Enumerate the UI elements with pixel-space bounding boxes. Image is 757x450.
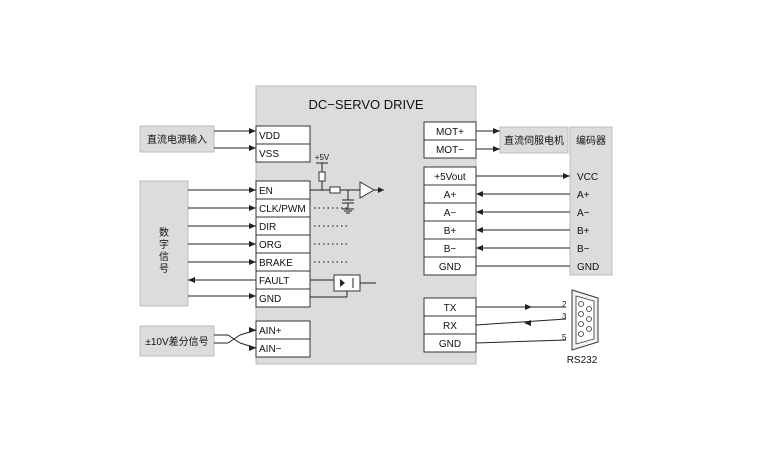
db9-pin	[578, 311, 584, 317]
motor-label: 直流伺服电机	[504, 134, 564, 147]
db9-pin	[586, 326, 592, 332]
rs232-connector: 2 3 5 RS232	[562, 289, 599, 366]
arrow-right	[249, 327, 256, 333]
pin-vdd-label: VDD	[259, 131, 280, 142]
svg-text:字: 字	[159, 238, 169, 251]
arrow-left	[476, 227, 483, 233]
enc-pin-1-label: A+	[444, 190, 457, 201]
analog-input-box	[139, 325, 215, 357]
pin-gnd-label: GND	[259, 294, 281, 305]
wire-serial-gnd	[475, 339, 567, 344]
encoder-ext-pin-4: B−	[577, 244, 590, 255]
enc-pin-4-label: B−	[444, 244, 457, 255]
motor-box	[499, 126, 569, 154]
wire-rx	[475, 318, 567, 326]
serial-pin-gnd-label: GND	[439, 339, 461, 350]
arrow-left	[476, 209, 483, 215]
analog-input-label: ±10V差分信号	[145, 335, 208, 348]
enc-pin-3-label: B+	[444, 226, 457, 237]
pin-mot-label: MOT−	[436, 145, 464, 156]
series-resistor	[329, 186, 341, 194]
pin-dir-label: DIR	[259, 222, 276, 233]
arrow-right	[249, 187, 256, 193]
pin-org-label: ORG	[259, 240, 282, 251]
schmitt-buffer	[359, 181, 376, 199]
pin-brake-label: BRAKE	[259, 258, 293, 269]
left-pin-group: VDD VSS EN CLK/PWM DIR ORG BRAKE FAULT GND AIN+ AI…	[255, 125, 311, 358]
svg-text:数: 数	[159, 226, 169, 239]
db9-pin	[578, 321, 584, 327]
optocoupler-led	[340, 279, 345, 287]
pin-mot-label: MOT+	[436, 127, 464, 138]
pullup-resistor	[318, 171, 326, 182]
encoder-label: 编码器	[576, 134, 606, 147]
arrow-right	[249, 223, 256, 229]
arrow-right	[493, 146, 500, 152]
pin-vss-box	[255, 143, 311, 163]
pin-gnd-box	[255, 288, 311, 308]
enc-pin-2-label: A−	[444, 208, 457, 219]
pin-vss-label: VSS	[259, 149, 279, 160]
arrow-left	[476, 245, 483, 251]
digital-signal-label: 数 字 信 号	[159, 226, 169, 275]
drive-title: DC−SERVO DRIVE	[309, 97, 424, 112]
arrow-right	[525, 304, 532, 310]
db9-pin	[578, 331, 584, 337]
svg-text:号: 号	[159, 263, 169, 275]
rs232-pin-2: 2	[562, 300, 567, 309]
rs232-label: RS232	[567, 355, 598, 366]
encoder-ext-pin-1: A+	[577, 190, 590, 201]
rs232-pin-5: 5	[562, 333, 567, 342]
internal-circuit: +5V	[310, 153, 384, 298]
motor-pin-group: MOT+ MOT−	[423, 121, 477, 159]
pin-ain-label: AIN+	[259, 326, 282, 337]
serial-pin-rx-label: RX	[443, 321, 457, 332]
arrow-right	[249, 205, 256, 211]
encoder-external-pins: VCC A+ A− B+ B− GND	[577, 172, 599, 273]
wires	[188, 128, 570, 351]
vcc-label: +5V	[315, 153, 330, 162]
arrow-right	[493, 128, 500, 134]
db9-pin	[578, 301, 584, 307]
encoder-ext-pin-2: A−	[577, 208, 590, 219]
arrow-right	[249, 293, 256, 299]
arrow-right	[249, 345, 256, 351]
arrow-left	[188, 277, 195, 283]
wire-ain-cross	[227, 334, 241, 344]
optocoupler	[333, 274, 361, 292]
arrow-right	[249, 241, 256, 247]
pin-ain-label: AIN−	[259, 344, 282, 355]
dc-power-box	[139, 125, 215, 153]
pin-clk-pwm-label: CLK/PWM	[259, 204, 306, 215]
db9-pin	[586, 306, 592, 312]
arrow-right	[249, 145, 256, 151]
pin-en-label: EN	[259, 186, 273, 197]
dc-power-label: 直流电源输入	[147, 133, 207, 146]
arrow-right	[249, 259, 256, 265]
rs232-pin-3: 3	[562, 312, 567, 321]
enc-pin-5-label: GND	[439, 262, 461, 273]
arrow-left	[524, 320, 531, 326]
encoder-ext-pin-5: GND	[577, 262, 599, 273]
serial-pin-group: TX RX GND	[423, 297, 477, 353]
digital-signal-box	[139, 180, 189, 307]
encoder-ext-pin-0: VCC	[577, 172, 598, 183]
pin-fault-label: FAULT	[259, 276, 289, 287]
enc-pin-0-label: +5Vout	[434, 172, 466, 183]
arrow-left	[476, 191, 483, 197]
serial-pin-tx-label: TX	[444, 303, 457, 314]
arrow-right	[563, 173, 570, 179]
svg-text:信: 信	[159, 251, 169, 263]
encoder-box	[569, 126, 613, 276]
db9-pin	[586, 316, 592, 322]
encoder-ext-pin-3: B+	[577, 226, 590, 237]
buffer-out-arrow	[378, 187, 384, 193]
arrow-right	[249, 128, 256, 134]
